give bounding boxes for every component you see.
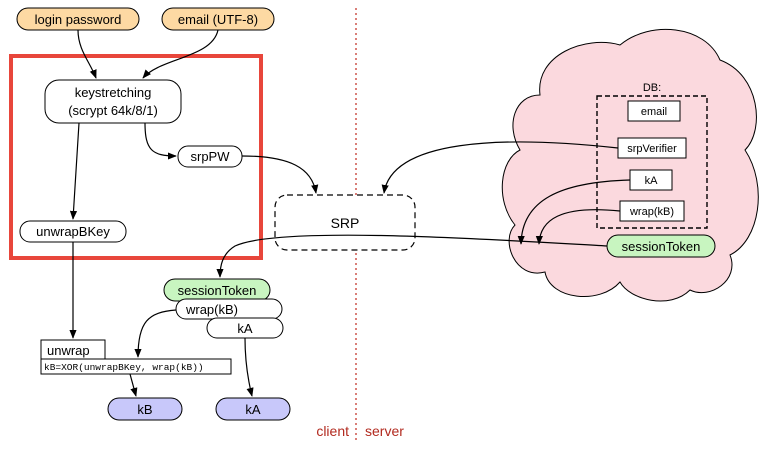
kb-output-node bbox=[107, 397, 183, 421]
arrow-keystretching-to-srppw bbox=[144, 122, 177, 160]
keystretching-label-line2: (scrypt 64k/8/1) bbox=[68, 103, 158, 118]
arrow-ka-to-ka-output bbox=[244, 337, 254, 397]
arrow-server-token-to-client-token bbox=[216, 234, 608, 278]
keystretching-label-line1: keystretching bbox=[75, 85, 152, 100]
email-label: email (UTF-8) bbox=[178, 12, 258, 27]
arrow-srpverifier-to-srp bbox=[381, 141, 619, 194]
arrow-unwrap-to-kb bbox=[129, 373, 138, 397]
srppw-label: srpPW bbox=[191, 149, 231, 164]
keystretching-node bbox=[44, 79, 182, 124]
unwrap-title-label: unwrap bbox=[47, 343, 90, 358]
unwrap-formula-box bbox=[40, 358, 232, 375]
db-field-ka-label: kA bbox=[645, 175, 659, 187]
server-label: server bbox=[365, 423, 404, 439]
client-label: client bbox=[316, 423, 349, 439]
client-ka-label: kA bbox=[237, 321, 253, 336]
client-wrapkb-label: wrap(kB) bbox=[185, 302, 238, 317]
kb-output-label: kB bbox=[137, 402, 152, 417]
server-session-token-label: sessionToken bbox=[622, 239, 701, 254]
db-box bbox=[596, 95, 708, 229]
unwrap-formula-label: kB=XOR(unwrapBKey, wrap(kB)) bbox=[44, 362, 204, 373]
client-session-token-label: sessionToken bbox=[178, 283, 257, 298]
login-password-label: login password bbox=[35, 12, 122, 27]
db-field-email bbox=[627, 100, 681, 122]
db-field-srpverifier-label: srpVerifier bbox=[627, 143, 677, 155]
ka-output-label: kA bbox=[245, 402, 261, 417]
srp-label: SRP bbox=[331, 215, 360, 231]
unwrapbkey-label: unwrapBKey bbox=[36, 224, 110, 239]
arrow-email-to-keystretching bbox=[142, 29, 219, 79]
server-cloud bbox=[501, 28, 759, 302]
arrow-keystretching-to-unwrapbkey bbox=[69, 122, 80, 220]
ka-output-node bbox=[215, 397, 291, 421]
arrow-ka-to-server-token bbox=[517, 179, 631, 245]
arrow-srppw-to-srp bbox=[241, 155, 319, 194]
db-label: DB: bbox=[643, 82, 661, 94]
db-field-email-label: email bbox=[641, 106, 667, 118]
arrow-password-to-keystretching bbox=[77, 29, 97, 79]
arrow-wrapkb-to-server-token bbox=[535, 209, 621, 245]
db-field-wrapkb-label: wrap(kB) bbox=[629, 206, 674, 218]
arrow-wrapkb-to-unwrap bbox=[134, 309, 177, 358]
